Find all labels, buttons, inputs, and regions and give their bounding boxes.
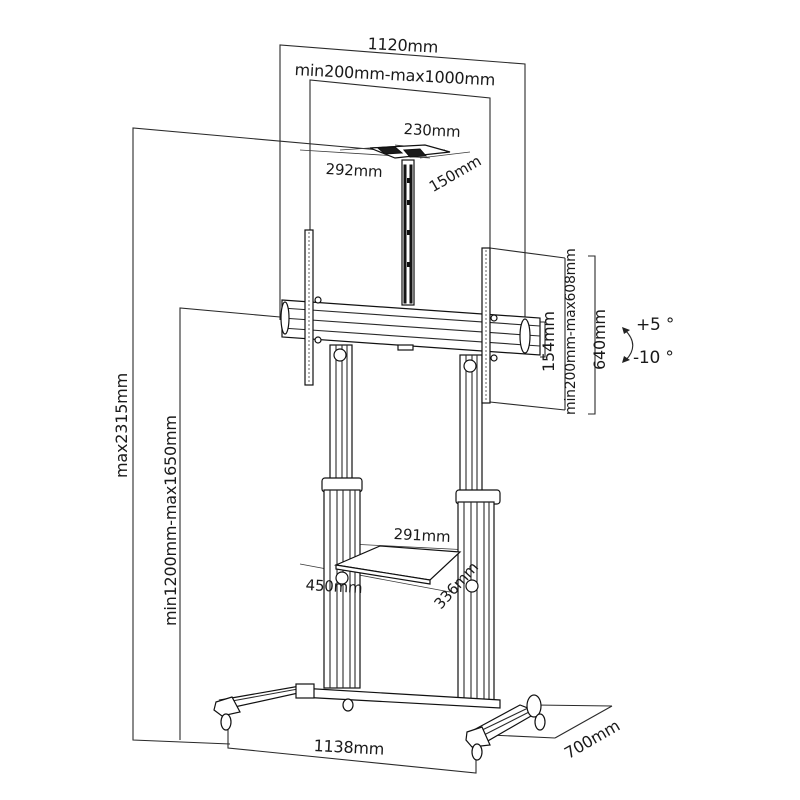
caster-back-left	[342, 698, 354, 712]
label-bracket-height-range: min200mm-max608mm	[563, 248, 579, 415]
label-crossbar-height: 154mm	[539, 311, 558, 372]
vesa-bracket-right	[481, 247, 498, 404]
label-top-plate-width: 230mm	[403, 120, 461, 141]
center-pole	[369, 144, 451, 306]
label-overall-width: 1120mm	[367, 34, 439, 57]
caster-front-left	[220, 713, 232, 731]
base	[213, 683, 546, 761]
dimension-lines	[132, 44, 613, 774]
label-base-width: 1138mm	[313, 736, 385, 759]
label-bracket-overall-height: 640mm	[590, 309, 609, 370]
left-column	[321, 344, 363, 689]
label-tilt-up: +5 °	[636, 315, 675, 335]
crossbar	[280, 299, 541, 356]
label-tilt-down: -10 °	[633, 348, 674, 368]
label-shelf-span: 450mm	[305, 576, 363, 597]
label-top-plate-depth-left: 292mm	[325, 160, 383, 181]
vesa-bracket-left	[304, 229, 322, 386]
caster-front-right	[471, 743, 483, 761]
label-shelf-width: 291mm	[393, 525, 451, 546]
tilt-arrow-icon	[622, 327, 634, 363]
caster-back-right	[534, 713, 546, 731]
right-column	[335, 354, 501, 703]
shelf	[333, 545, 462, 585]
label-max-total-height: max2315mm	[112, 373, 131, 478]
label-center-height-range: min1200mm-max1650mm	[161, 415, 180, 626]
